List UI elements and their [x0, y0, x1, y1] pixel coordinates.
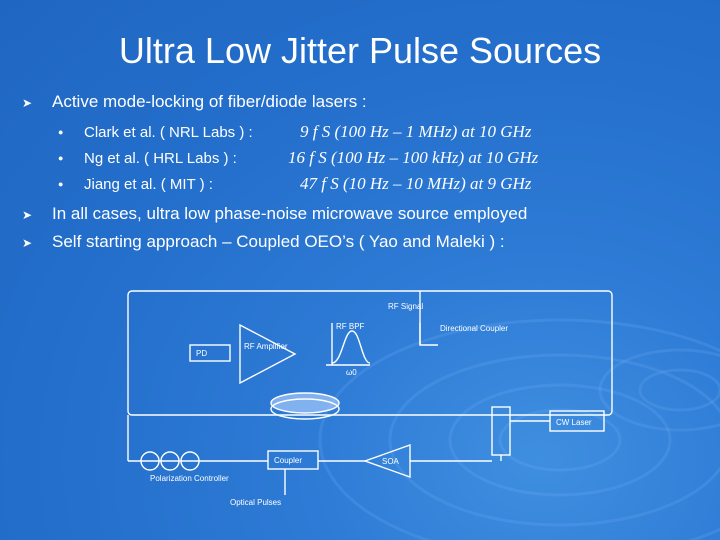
coupler-label: Coupler	[274, 456, 302, 465]
feedback-loop	[127, 290, 613, 416]
bpf-curve-icon	[331, 330, 371, 364]
rf-amplifier-label: RF Amplifier	[244, 342, 288, 351]
bullet-item: ➤ In all cases, ultra low phase-noise mic…	[22, 204, 527, 224]
dot-bullet-icon: ●	[58, 153, 64, 163]
polarization-loop-icon	[160, 451, 180, 471]
sub-bullet-text: Clark et al. ( NRL Labs ) :	[84, 124, 253, 141]
arrow-bullet-icon: ➤	[22, 208, 33, 222]
modulator-box	[491, 406, 511, 456]
formula: 47 f S (10 Hz – 10 MHz) at 9 GHz	[300, 174, 532, 193]
optical-pulses-label: Optical Pulses	[230, 498, 281, 507]
arrow-bullet-icon: ➤	[22, 96, 33, 110]
arrow-bullet-icon: ➤	[22, 236, 33, 250]
bullet-text: In all cases, ultra low phase-noise micr…	[52, 204, 528, 223]
polarization-loop-icon	[140, 451, 160, 471]
bullet-item: ➤ Self starting approach – Coupled OEO’s …	[22, 232, 505, 252]
polarization-loop-icon	[180, 451, 200, 471]
dot-bullet-icon: ●	[58, 179, 64, 189]
sub-bullet-item: ● Jiang et al. ( MIT ) :	[58, 176, 213, 193]
directional-coupler-label: Directional Coupler	[440, 324, 508, 333]
pd-box	[189, 344, 231, 362]
rf-bpf-label: RF BPF	[336, 322, 365, 331]
polarization-controller-label: Polarization Controller	[150, 474, 229, 483]
soa-label: SOA	[382, 457, 400, 466]
coupler-box	[267, 450, 319, 470]
sub-bullet-item: ● Ng et al. ( HRL Labs ) :	[58, 150, 237, 167]
bullet-item: ➤ Active mode-locking of fiber/diode lase…	[22, 92, 367, 112]
pd-label: PD	[196, 349, 207, 358]
bullet-text: Self starting approach – Coupled OEO’s (…	[52, 232, 505, 251]
oeo-diagram: RF Signal Directional Coupler PD RF Ampl…	[127, 290, 613, 507]
directional-coupler	[419, 323, 438, 346]
rf-amplifier-icon	[239, 323, 297, 385]
fiber-spool-icon	[270, 392, 340, 414]
fiber-spool-icon	[270, 398, 340, 420]
omega0-label: ω0	[346, 368, 357, 377]
rf-signal-label: RF Signal	[388, 302, 423, 311]
formula: 9 f S (100 Hz – 1 MHz) at 10 GHz	[300, 122, 532, 141]
formula: 16 f S (100 Hz – 100 kHz) at 10 GHz	[288, 148, 539, 167]
sub-bullet-item: ● Clark et al. ( NRL Labs ) :	[58, 124, 253, 141]
dot-bullet-icon: ●	[58, 127, 64, 137]
slide-title: Ultra Low Jitter Pulse Sources	[118, 30, 602, 71]
sub-bullet-text: Ng et al. ( HRL Labs ) :	[84, 150, 237, 167]
bullet-text: Active mode-locking of fiber/diode laser…	[52, 92, 367, 111]
cw-laser-label: CW Laser	[556, 418, 592, 427]
sub-bullet-text: Jiang et al. ( MIT ) :	[84, 176, 213, 193]
